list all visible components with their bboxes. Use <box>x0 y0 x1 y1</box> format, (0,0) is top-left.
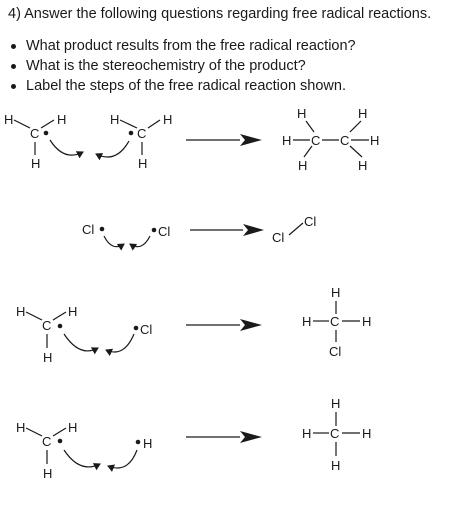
atom-cl: Cl <box>272 230 284 245</box>
question-item-product: What product results from the free radic… <box>8 36 356 56</box>
atom-h: H <box>16 420 25 435</box>
atom-h: H <box>331 396 340 411</box>
atom-h: H <box>298 158 307 173</box>
reaction-arrow <box>190 224 264 236</box>
fishhook-arrow <box>95 140 130 161</box>
atom-c: C <box>330 426 339 441</box>
atom-c: C <box>311 133 320 148</box>
atom-h: H <box>362 426 371 441</box>
atom-h: H <box>110 112 119 127</box>
radical-dot <box>135 439 141 445</box>
methane-product: H H C H H <box>302 396 371 473</box>
reaction-arrow <box>186 319 262 331</box>
question-title: 4) Answer the following questions regard… <box>8 6 432 22</box>
atom-h: H <box>297 106 306 121</box>
chlorine-product: Cl Cl <box>272 214 316 245</box>
atom-h: H <box>358 106 367 121</box>
chloromethane-product: H H C H Cl <box>302 285 371 359</box>
atom-h: H <box>302 314 311 329</box>
atom-h: H <box>163 112 172 127</box>
atom-c: C <box>42 434 51 449</box>
fishhook-arrow <box>63 333 99 355</box>
reaction-1: H H C H H H C H H H H C <box>4 106 379 173</box>
atom-h: H <box>4 112 13 127</box>
atom-h: H <box>43 350 52 365</box>
atom-cl: Cl <box>158 224 170 239</box>
ethane-product: H H H C C H H H <box>282 106 379 173</box>
atom-h: H <box>370 133 379 148</box>
fishhook-arrow <box>103 235 125 251</box>
fishhook-arrow <box>49 139 84 159</box>
radical-dot <box>57 323 63 329</box>
reaction-arrow <box>186 431 262 443</box>
fishhook-arrow <box>63 449 101 471</box>
atom-c: C <box>42 318 51 333</box>
radical-dot <box>128 130 134 136</box>
methyl-radical-left: H H C H <box>4 112 66 171</box>
atom-cl: Cl <box>304 214 316 229</box>
atom-h: H <box>282 133 291 148</box>
radical-dot <box>57 438 63 444</box>
methyl-radical: H H C H <box>16 304 77 365</box>
atom-h: H <box>31 156 40 171</box>
atom-cl: Cl <box>140 322 152 337</box>
atom-h: H <box>57 112 66 127</box>
methyl-radical-right: H H C H <box>110 112 172 171</box>
atom-c: C <box>30 126 39 141</box>
atom-c: C <box>340 133 349 148</box>
atom-h: H <box>68 420 77 435</box>
atom-c: C <box>137 126 146 141</box>
reaction-2: Cl Cl Cl Cl <box>82 214 316 251</box>
atom-h: H <box>68 304 77 319</box>
atom-h: H <box>358 158 367 173</box>
question-item-stereochemistry: What is the stereochemistry of the produ… <box>8 56 356 76</box>
reaction-3: H H C H Cl H H C H Cl <box>16 285 371 365</box>
atom-h: H <box>16 304 25 319</box>
radical-dot <box>99 226 105 232</box>
question-item-steps: Label the steps of the free radical reac… <box>8 76 356 96</box>
atom-h: H <box>143 436 152 451</box>
fishhook-arrow <box>129 235 151 251</box>
atom-h: H <box>43 466 52 481</box>
methyl-radical: H H C H <box>16 420 77 481</box>
atom-h: H <box>302 426 311 441</box>
fishhook-arrow <box>107 449 138 472</box>
atom-h: H <box>331 285 340 300</box>
reaction-4: H H C H H H H C H H <box>16 396 371 481</box>
radical-dot <box>43 130 49 136</box>
atom-h: H <box>362 314 371 329</box>
atom-h: H <box>331 458 340 473</box>
question-list: What product results from the free radic… <box>8 36 356 96</box>
radical-dot <box>133 325 139 331</box>
reaction-arrow <box>186 134 262 146</box>
fishhook-arrow <box>105 333 135 357</box>
atom-h: H <box>138 156 147 171</box>
atom-cl: Cl <box>82 222 94 237</box>
radical-dot <box>151 227 157 233</box>
atom-cl: Cl <box>329 344 341 359</box>
atom-c: C <box>330 314 339 329</box>
